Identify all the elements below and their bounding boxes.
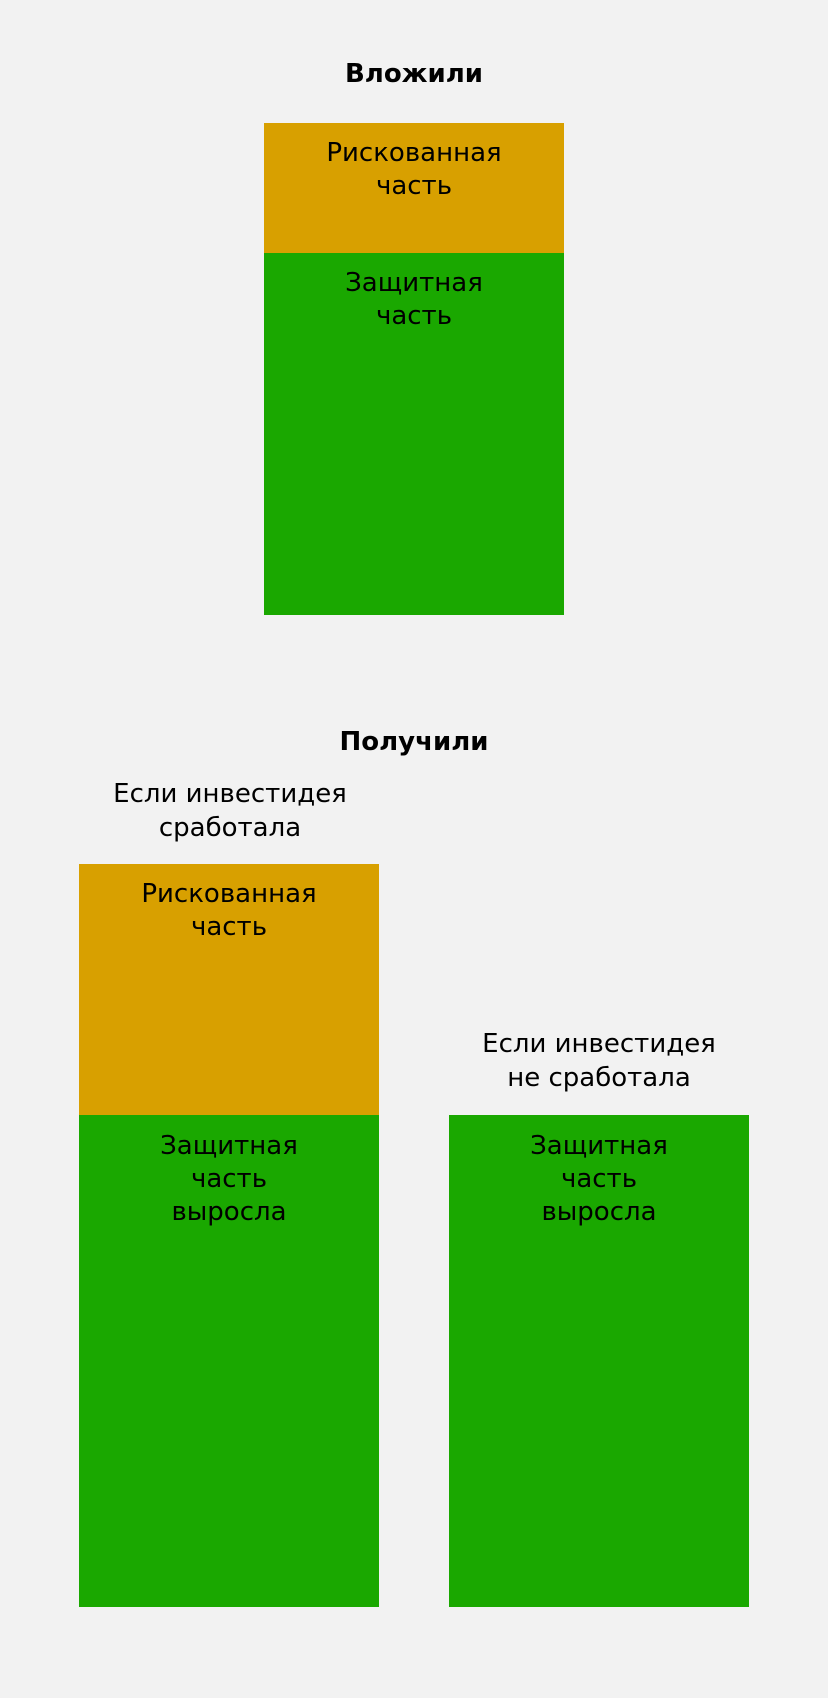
caption-line: Если инвестидея	[482, 1029, 716, 1059]
label-line: Защитная	[530, 1131, 668, 1161]
success-scenario-caption: Если инвестидея сработала	[80, 777, 380, 845]
label-line: часть	[190, 912, 268, 942]
label-line: часть	[375, 171, 453, 201]
fail-safe-block: Защитная часть выросла	[449, 1115, 749, 1607]
label-line: часть	[375, 301, 453, 331]
success-risky-block: Рискованная часть	[79, 864, 379, 1115]
label-line: часть	[190, 1164, 268, 1194]
label-line: выросла	[171, 1197, 287, 1227]
caption-line: сработала	[158, 813, 302, 843]
success-safe-label: Защитная часть выросла	[79, 1130, 379, 1229]
invested-risky-block: Рискованная часть	[264, 123, 564, 253]
received-heading: Получили	[339, 727, 489, 757]
label-line: Рискованная	[141, 879, 317, 909]
invested-heading: Вложили	[344, 59, 484, 89]
label-line: Защитная	[160, 1131, 298, 1161]
label-line: выросла	[541, 1197, 657, 1227]
invested-risky-label: Рискованная часть	[264, 137, 564, 203]
fail-scenario-caption: Если инвестидея не сработала	[449, 1027, 749, 1095]
fail-safe-label: Защитная часть выросла	[449, 1130, 749, 1229]
invested-safe-label: Защитная часть	[264, 267, 564, 333]
label-line: Рискованная	[326, 138, 502, 168]
caption-line: не сработала	[507, 1063, 691, 1093]
success-safe-block: Защитная часть выросла	[79, 1115, 379, 1607]
caption-line: Если инвестидея	[113, 779, 347, 809]
label-line: часть	[560, 1164, 638, 1194]
label-line: Защитная	[345, 268, 483, 298]
invested-safe-block: Защитная часть	[264, 253, 564, 615]
success-risky-label: Рискованная часть	[79, 878, 379, 944]
